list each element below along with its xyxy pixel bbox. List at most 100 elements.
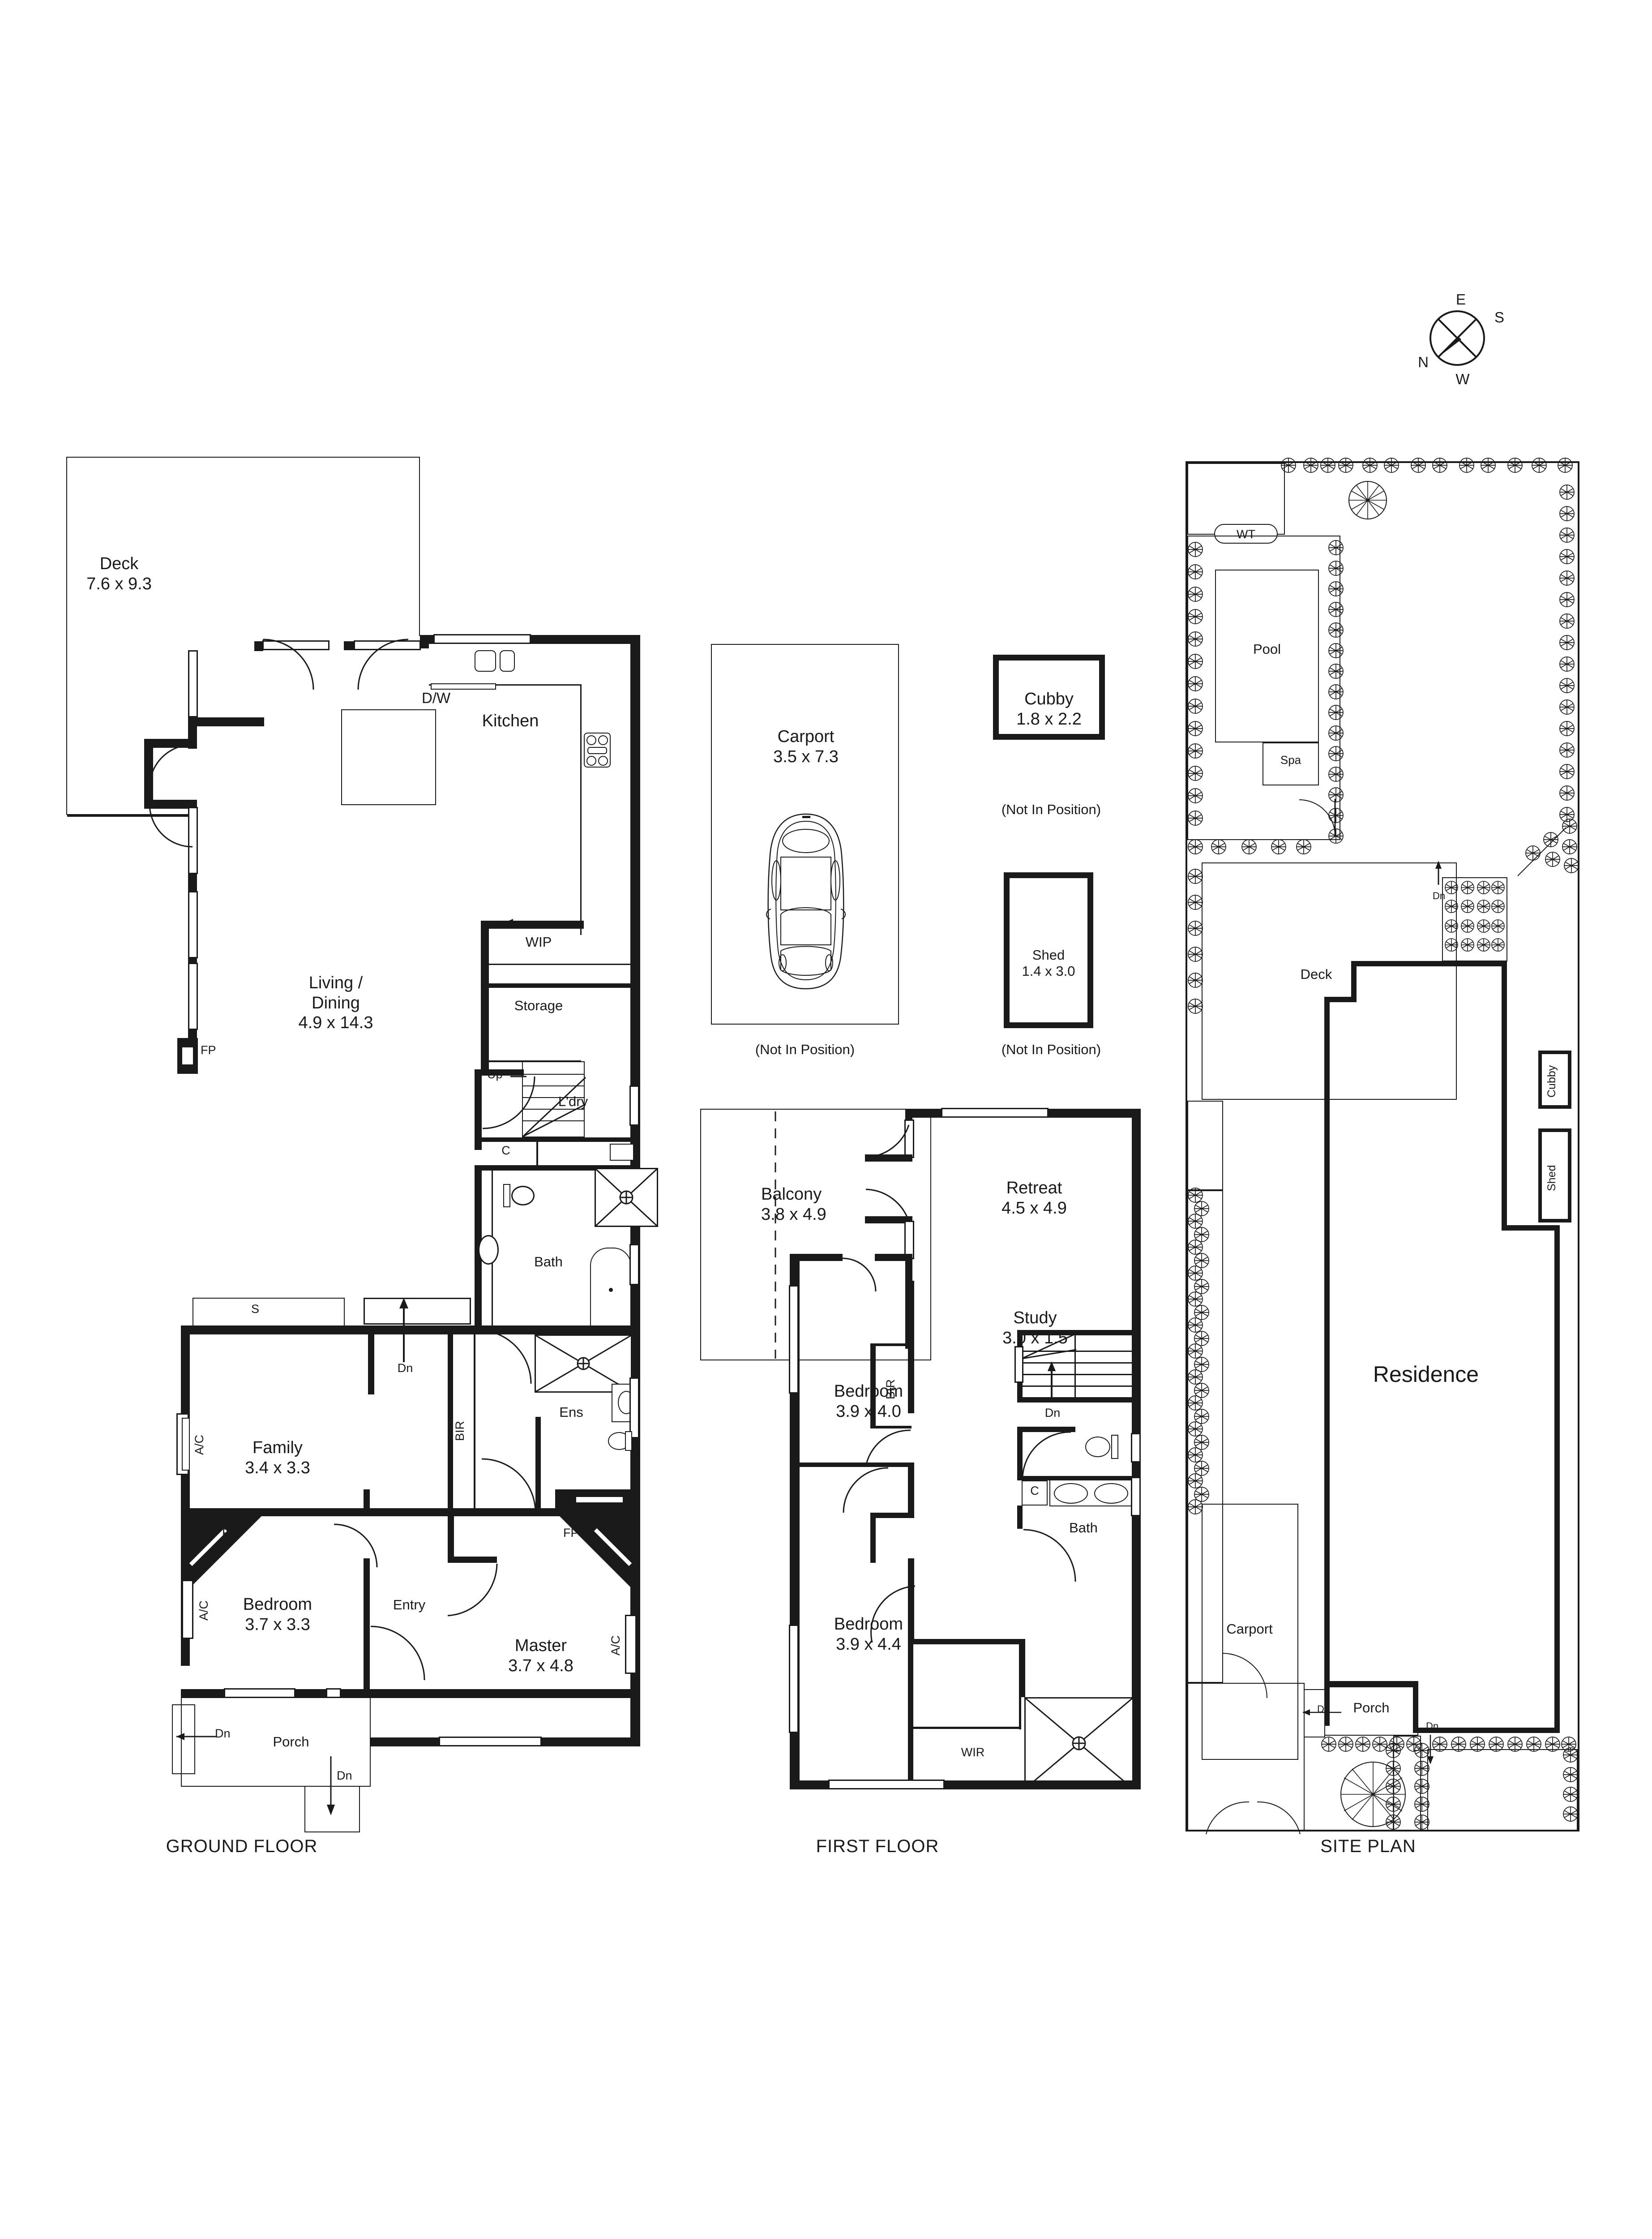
label-cupboard-ff: C [1030, 1484, 1039, 1497]
bath-ff-cupboard [1022, 1480, 1048, 1506]
wall-bath-ff-vanity-bottom [1017, 1506, 1023, 1529]
site-label-cubby: Cubby [1545, 1065, 1558, 1098]
kitchen-island [341, 709, 436, 805]
spa-water [1263, 742, 1319, 785]
compass-label-s: S [1494, 309, 1504, 326]
hedge-left-deck [1188, 869, 1203, 1014]
window-stair-ff [1014, 1346, 1023, 1383]
stair-run-ground [522, 1061, 585, 1137]
door-arc-bath-ground [477, 1329, 532, 1384]
window-ldry [629, 1085, 639, 1126]
kitchen-bench-v [580, 684, 582, 935]
pool-water [1215, 570, 1319, 742]
door-arc-bedroom2 [843, 1467, 889, 1513]
wall-wip-left [481, 921, 489, 1073]
fireplace-living-hearth [181, 1046, 194, 1066]
toilet-cistern-bath-ff [1111, 1435, 1118, 1459]
door-arc-wir [870, 1585, 916, 1643]
wall-master-front [370, 1689, 640, 1698]
wall-shower-ff-left [1019, 1639, 1025, 1697]
wall-master-right-lower [630, 1689, 640, 1746]
ldry-trough [610, 1144, 634, 1161]
window-bath-ff-b [1131, 1477, 1141, 1516]
window-master-ac [625, 1615, 637, 1674]
outbuilding-note-cubby: (Not In Position) [1001, 802, 1101, 817]
porch-step-bottom [304, 1786, 360, 1832]
tree-rear [1348, 481, 1387, 519]
site-label-residence: Residence [1373, 1362, 1479, 1387]
wall-master-hall [448, 1557, 497, 1563]
dishwasher [431, 683, 496, 690]
shelf-s [193, 1298, 345, 1326]
hedge-front-path-left [1386, 1743, 1401, 1830]
hedge-left-mid [1188, 1188, 1209, 1514]
site-label-carport: Carport [1226, 1621, 1273, 1637]
wip-arrow [502, 919, 584, 928]
wall-entry-left [364, 1558, 370, 1693]
wall-bedroom2-notch-a [870, 1513, 914, 1518]
hedge-left-pool [1188, 542, 1203, 826]
window-living-w-b [188, 807, 198, 874]
wall-living-w1 [420, 635, 429, 648]
door-arc-retreat-balcony [865, 1124, 910, 1222]
label-dn-family: Dn [397, 1361, 413, 1375]
room-label-wip: WIP [525, 934, 552, 950]
wall-bedroom2-notch-b [870, 1513, 876, 1563]
wall-c-bottom [475, 1165, 631, 1171]
compass-label-e: E [1455, 291, 1466, 308]
site-label-porch: Porch [1353, 1700, 1390, 1716]
fireplace-master-corner [555, 1512, 640, 1597]
pool-gate-arc [1299, 799, 1336, 836]
door-arc-bedroom-entry [334, 1523, 378, 1568]
wall-bedroom1-bottom [800, 1463, 914, 1467]
door-arc-bedroom1-balcony [842, 1257, 877, 1292]
kitchen-sink-bowl-a [475, 650, 496, 672]
room-label-storage: Storage [514, 998, 563, 1013]
wall-bath-ff-left [1017, 1427, 1023, 1480]
wip-shelf [489, 964, 630, 965]
label-dn-porch-left: Dn [215, 1727, 231, 1740]
site-cubby [1538, 1051, 1571, 1109]
toilet-pan-bath-ff [1085, 1437, 1110, 1457]
door-arc-bath-ff-2 [1023, 1529, 1076, 1582]
window-ens [629, 1377, 639, 1438]
window-deck-door-b [354, 640, 421, 650]
room-label-bath-ground: Bath [534, 1254, 563, 1270]
window-retreat-top [941, 1108, 1049, 1118]
site-path-left-b [1187, 1190, 1223, 1683]
door-arc-entry-front [370, 1626, 425, 1681]
window-entry-front [326, 1688, 341, 1698]
window-bath-ff-a [1131, 1433, 1141, 1463]
window-bedroom-ac [182, 1580, 193, 1639]
window-master-front [439, 1737, 542, 1746]
bir-ff-top [870, 1343, 912, 1346]
window-bedroom-front [224, 1688, 295, 1698]
fireplace-master-hearth [575, 1496, 624, 1504]
residence-wall-right-upper [1502, 961, 1507, 1230]
label-ac-family: A/C [193, 1434, 206, 1455]
family-ac-unit [182, 1418, 190, 1471]
window-living-w-a [188, 650, 198, 717]
wall-bedroom1-top-b [875, 1254, 912, 1261]
kitchen-bench-l [429, 684, 581, 686]
toilet-cistern-ground-bath [503, 1184, 510, 1207]
door-arc-site-left [1222, 1653, 1267, 1699]
wall-bedroom2-right-lower [908, 1558, 914, 1643]
label-dw: D/W [422, 690, 451, 706]
site-boundary-right [1578, 461, 1579, 1832]
residence-wall-left [1324, 997, 1330, 1726]
wall-bath-ff-top [1017, 1427, 1075, 1432]
porch-outline [181, 1697, 371, 1787]
door-arc-ldry [482, 1076, 535, 1129]
wall-bir-left [448, 1332, 453, 1511]
room-label-ldry: L'dry [558, 1094, 588, 1109]
dn-arrow-porch-bottom [327, 1756, 335, 1815]
compass-label-w: W [1455, 371, 1470, 387]
window-bedroom1-w [789, 1285, 799, 1394]
hedge-front-path-right [1414, 1743, 1429, 1830]
